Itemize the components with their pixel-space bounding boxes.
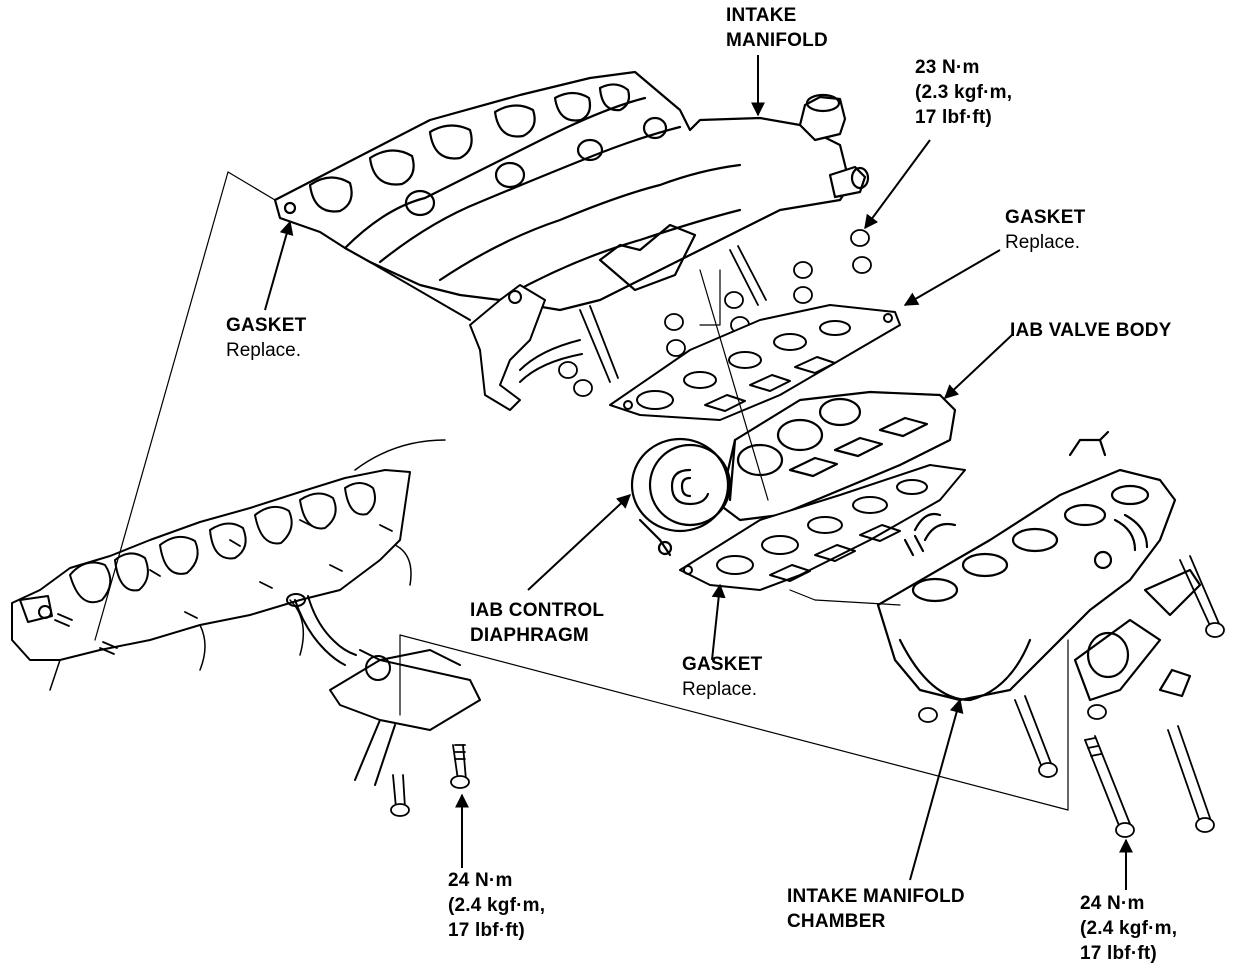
cylinder-head [11, 439, 446, 691]
torque-spec-bottom-right-line2: (2.4 kgf·m, [1080, 918, 1178, 939]
gasket-lower-note: Replace. [682, 679, 757, 700]
iab-control-diaphragm [630, 437, 732, 557]
iab-valve-body-text: IAB VALVE BODY [1010, 320, 1172, 341]
manifold-studs [558, 229, 872, 397]
intake-manifold-chamber-line1: INTAKE MANIFOLD [787, 886, 965, 907]
iab-valve-body-label: IAB VALVE BODY [1010, 318, 1172, 343]
manifold-bracket [369, 261, 583, 411]
intake-manifold-label-line2: MANIFOLD [726, 30, 828, 51]
iab-control-diaphragm-line1: IAB CONTROL [470, 600, 605, 621]
torque-spec-bottom-right-line3: 17 lbf·ft) [1080, 943, 1157, 964]
intake-manifold-chamber [876, 430, 1202, 702]
torque-spec-top-line1: 23 N·m [915, 57, 980, 78]
gasket-right-top-note: Replace. [1005, 232, 1080, 253]
gasket-left-note: Replace. [226, 340, 301, 361]
torque-spec-bottom-right: 24 N·m (2.4 kgf·m, 17 lbf·ft) [1080, 891, 1177, 966]
intake-manifold-label-line1: INTAKE [726, 5, 797, 26]
torque-spec-top-line3: 17 lbf·ft) [915, 107, 992, 128]
intake-manifold-chamber-label: INTAKE MANIFOLD CHAMBER [787, 884, 965, 934]
lower-gasket [679, 464, 966, 591]
iab-control-diaphragm-label: IAB CONTROL DIAPHRAGM [470, 598, 604, 648]
torque-spec-top-line2: (2.3 kgf·m, [915, 82, 1013, 103]
leader-arrows [264, 55, 1133, 890]
gasket-left-name: GASKET [226, 315, 307, 336]
torque-spec-bottom-left: 24 N·m (2.4 kgf·m, 17 lbf·ft) [448, 868, 545, 943]
lower-bolts [390, 744, 470, 817]
torque-spec-bottom-left-line1: 24 N·m [448, 870, 513, 891]
upper-gasket [609, 304, 901, 421]
head-studs [54, 519, 393, 655]
gasket-left-label: GASKET Replace. [226, 313, 306, 363]
intake-manifold [273, 70, 870, 312]
gasket-lower-label: GASKET Replace. [682, 652, 762, 702]
intake-manifold-label: INTAKE MANIFOLD [726, 3, 828, 53]
torque-spec-bottom-right-line1: 24 N·m [1080, 893, 1145, 914]
torque-spec-bottom-left-line3: 17 lbf·ft) [448, 920, 525, 941]
gasket-right-top-name: GASKET [1005, 207, 1086, 228]
gasket-lower-name: GASKET [682, 654, 763, 675]
torque-spec-bottom-left-line2: (2.4 kgf·m, [448, 895, 546, 916]
gasket-right-top-label: GASKET Replace. [1005, 205, 1085, 255]
iab-control-diaphragm-line2: DIAPHRAGM [470, 625, 589, 646]
alignment-lines [94, 171, 1069, 811]
egr-bracket [286, 593, 481, 786]
torque-spec-top: 23 N·m (2.3 kgf·m, 17 lbf·ft) [915, 55, 1012, 130]
chamber-bolts [918, 555, 1225, 838]
intake-manifold-chamber-line2: CHAMBER [787, 911, 886, 932]
